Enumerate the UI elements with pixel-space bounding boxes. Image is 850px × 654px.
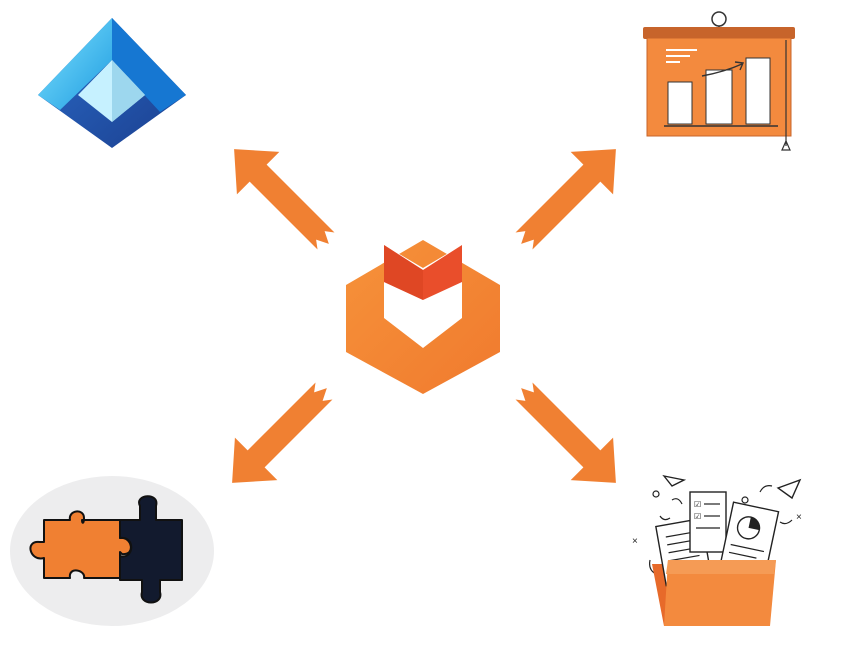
arrow-to-top-left: [234, 149, 335, 250]
svg-text:☑: ☑: [694, 500, 701, 509]
presentation-chart-icon: [643, 11, 795, 151]
arrow-to-bottom-right: [515, 382, 616, 483]
puzzle-pieces-icon: [10, 476, 214, 626]
hub-logo-icon: [346, 240, 500, 394]
arrow-to-bottom-left: [232, 382, 333, 483]
documents-folder-icon: × × ☑ ☑: [632, 474, 802, 626]
arrow-to-top-right: [515, 149, 616, 250]
svg-text:×: ×: [796, 512, 802, 523]
svg-text:×: ×: [632, 536, 638, 547]
svg-text:☑: ☑: [694, 512, 701, 521]
azure-active-directory-icon: [38, 18, 186, 148]
